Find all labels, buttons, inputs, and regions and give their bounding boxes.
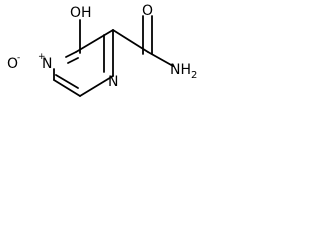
molecule-structure: OH O NH2 O - N + N (7, 3, 197, 97)
n-oxide-minus-charge: - (17, 53, 20, 63)
atom-label-carbonyl-oxygen: O (142, 3, 153, 19)
bond-carbonyl-nh2 (147, 51, 174, 67)
bond-n1-c6 (79, 75, 114, 97)
atom-label-amide: NH2 (170, 62, 197, 81)
bond-n4-c3 (65, 51, 77, 58)
bond-c6-c5-inner (55, 74, 79, 89)
bond-c3-c2 (75, 29, 114, 53)
atom-label-hydroxyl: OH (70, 5, 92, 21)
bond-n4-c3-inner (67, 57, 79, 64)
atom-label-n-oxide-nitrogen: N (42, 56, 52, 72)
atom-label-n-oxide-oxygen: O (7, 56, 18, 72)
bond-c6-c5 (53, 79, 81, 97)
n-oxide-plus-charge: + (38, 52, 46, 62)
atom-label-ring-nitrogen: N (108, 74, 118, 90)
